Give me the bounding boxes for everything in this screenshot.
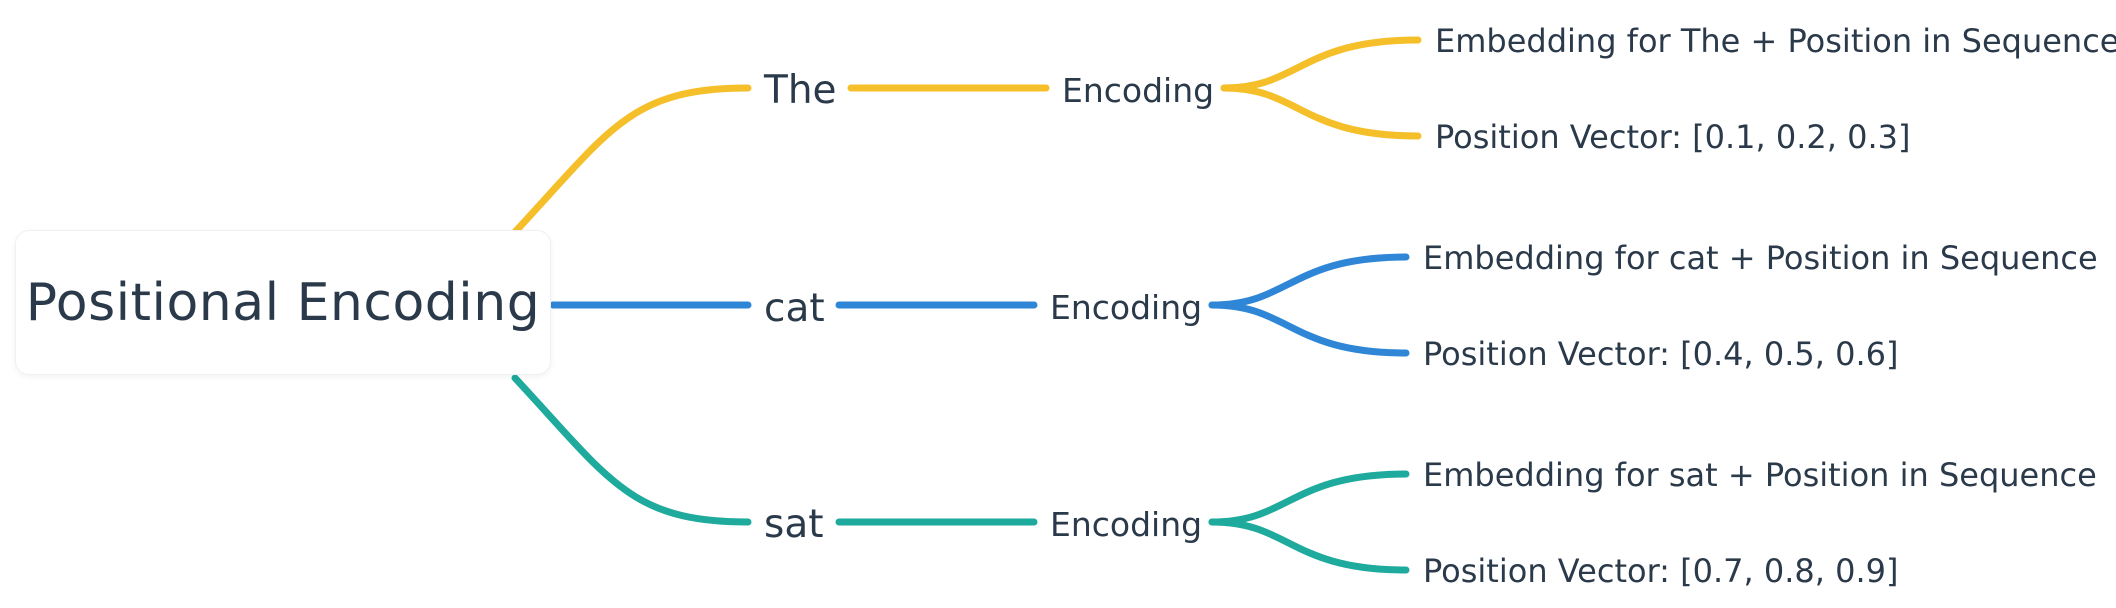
word-node-2[interactable]: sat [764, 502, 824, 547]
leaf-node-0-0[interactable]: Embedding for The + Position in Sequence [1435, 22, 2116, 60]
root-node[interactable]: Positional Encoding [15, 230, 551, 375]
leaf-node-2-1[interactable]: Position Vector: [0.7, 0.8, 0.9] [1423, 552, 1899, 590]
leaf-node-1-1[interactable]: Position Vector: [0.4, 0.5, 0.6] [1423, 335, 1899, 373]
edge-encoding-to-leaf-1-1 [1208, 301, 1410, 357]
encoding-node-0[interactable]: Encoding [1062, 71, 1215, 110]
edge-encoding-to-leaf-2-1 [1208, 518, 1410, 574]
encoding-node-1[interactable]: Encoding [1050, 288, 1203, 327]
root-node-label: Positional Encoding [25, 272, 541, 333]
leaf-node-1-0[interactable]: Embedding for cat + Position in Sequence [1423, 239, 2098, 277]
leaf-node-2-0[interactable]: Embedding for sat + Position in Sequence [1423, 456, 2097, 494]
leaf-node-0-1[interactable]: Position Vector: [0.1, 0.2, 0.3] [1435, 118, 1911, 156]
edge-encoding-to-leaf-0-1 [1220, 84, 1422, 140]
edge-root-to-word-2 [511, 374, 752, 526]
edge-encoding-to-leaf-0-0 [1220, 36, 1422, 92]
word-node-0[interactable]: The [764, 68, 837, 113]
encoding-node-2[interactable]: Encoding [1050, 505, 1203, 544]
edge-encoding-to-leaf-2-0 [1208, 470, 1410, 526]
edge-encoding-to-leaf-1-0 [1208, 253, 1410, 309]
edge-root-to-word-0 [511, 84, 752, 236]
word-node-1[interactable]: cat [764, 286, 825, 331]
